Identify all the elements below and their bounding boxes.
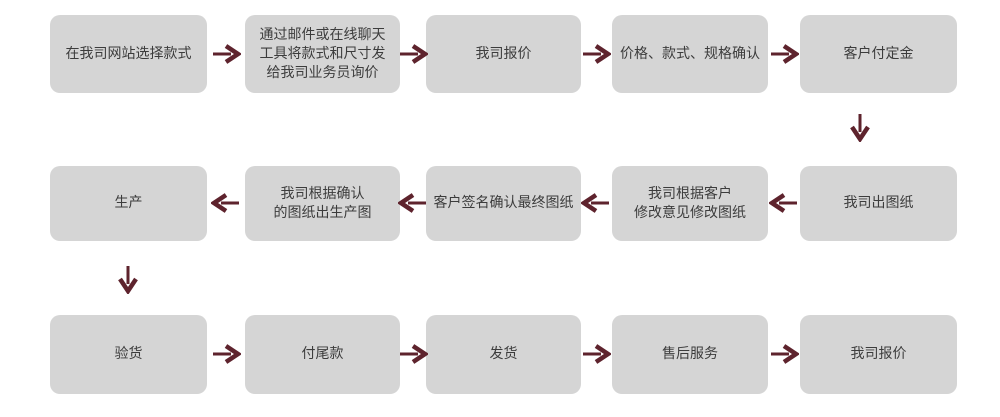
arrow-right-icon [211,343,241,365]
step-we-issue-drawing: 我司出图纸 [800,166,957,241]
step-customer-pays-deposit: 客户付定金 [800,15,957,93]
arrow-right-icon [581,43,611,65]
step-production: 生产 [50,166,207,241]
step-send-style-size-to-salesman: 通过邮件或在线聊天 工具将款式和尺寸发 给我司业务员询价 [245,15,400,93]
step-revise-drawing-per-customer: 我司根据客户 修改意见修改图纸 [612,166,768,241]
step-shipment: 发货 [426,315,581,394]
arrow-left-icon [398,192,428,214]
arrow-right-icon [769,343,799,365]
step-our-quotation-final: 我司报价 [800,315,957,394]
arrow-left-icon [211,192,241,214]
arrow-right-icon [581,343,611,365]
arrow-right-icon [769,43,799,65]
step-confirm-price-style-spec: 价格、款式、规格确认 [612,15,768,93]
arrow-left-icon [581,192,611,214]
step-pay-balance: 付尾款 [245,315,400,394]
arrow-down-icon [117,264,139,294]
arrow-right-icon [211,43,241,65]
arrow-left-icon [769,192,799,214]
step-customer-signs-final-drawing: 客户签名确认最终图纸 [426,166,581,241]
step-inspection: 验货 [50,315,207,394]
step-production-drawing-from-confirmed: 我司根据确认 的图纸出生产图 [245,166,400,241]
step-after-sales-service: 售后服务 [612,315,768,394]
arrow-down-icon [849,112,871,142]
step-our-quotation: 我司报价 [426,15,581,93]
step-select-style-on-website: 在我司网站选择款式 [50,15,207,93]
arrow-right-icon [398,343,428,365]
arrow-right-icon [398,43,428,65]
